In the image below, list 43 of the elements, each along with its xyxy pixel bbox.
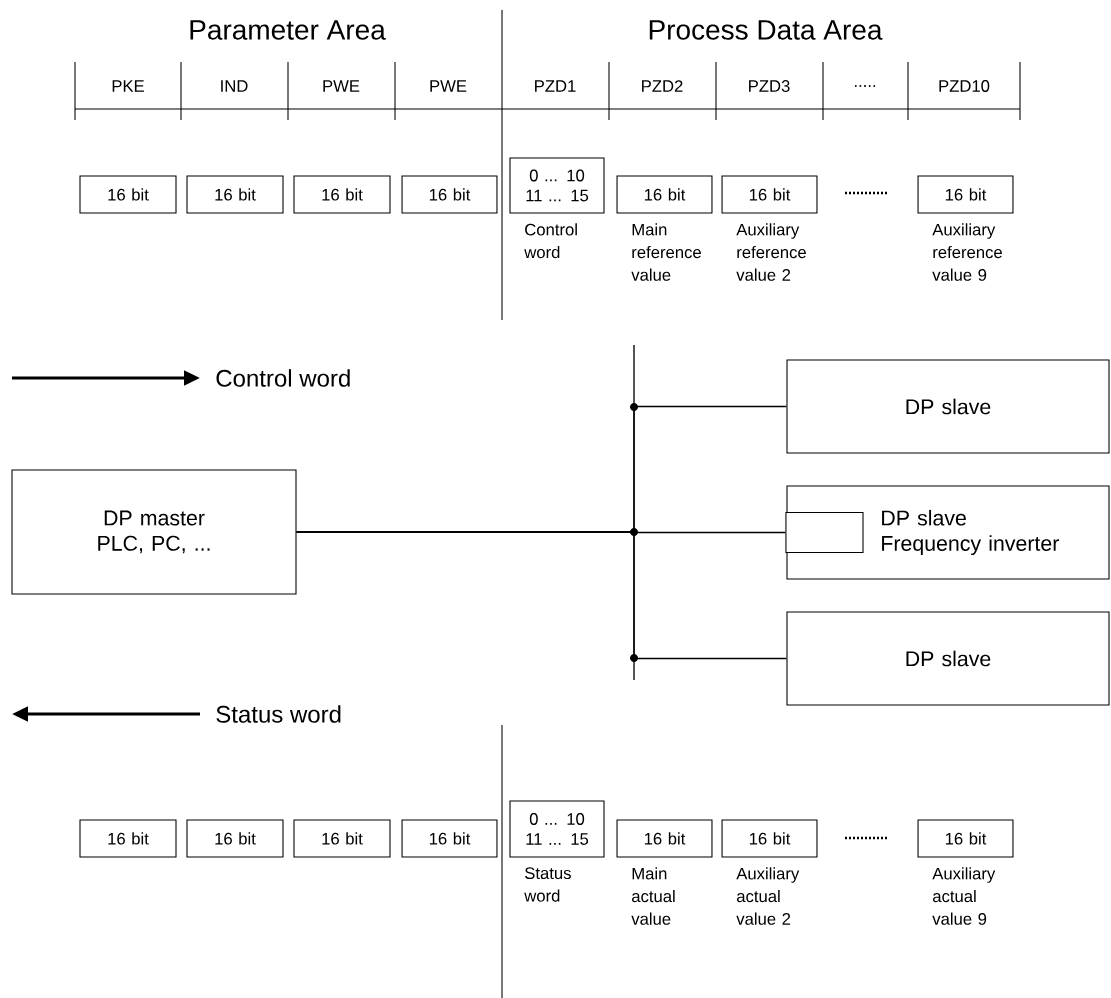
area-heading: Process Data Area <box>649 20 883 40</box>
bits-box: 16 bit <box>721 175 818 214</box>
bits-box: 16 bit <box>186 819 284 858</box>
column-header: IND <box>221 80 248 92</box>
slave-box: DP slave <box>786 359 1110 454</box>
master-box: DP master PLC, PC, ... <box>11 469 297 595</box>
column-header: PZD2 <box>642 80 683 92</box>
value-caption: Auxiliary actual value 2 <box>736 867 800 925</box>
column-header: ..... <box>854 85 876 87</box>
bits-box: 16 bit <box>917 819 1014 858</box>
bits-box: 16 bit <box>293 175 391 214</box>
value-caption: Auxiliary reference value 2 <box>736 223 806 281</box>
bits-box: 0 ... 10 11 ... 15 <box>509 157 605 214</box>
column-header: PZD10 <box>939 80 990 92</box>
value-caption: Control word <box>524 223 577 259</box>
bits-box: 16 bit <box>616 819 713 858</box>
connector-line <box>295 531 788 660</box>
value-caption: Main reference value <box>631 223 701 281</box>
interface-box <box>785 511 864 554</box>
column-header: PKE <box>112 80 144 92</box>
column-header: PWE <box>323 80 360 92</box>
bits-box: 16 bit <box>401 175 498 214</box>
area-heading: Parameter Area <box>190 20 386 40</box>
value-caption: Auxiliary actual value 9 <box>932 867 996 925</box>
value-caption: Main actual value <box>631 867 675 925</box>
bits-box: 16 bit <box>79 175 177 214</box>
bits-box: 16 bit <box>79 819 177 858</box>
bits-box: 16 bit <box>616 175 713 214</box>
value-caption: Status word <box>524 867 571 902</box>
arrow-label: Status word <box>216 705 341 723</box>
slave-box: DP slave Frequency inverter <box>786 485 1110 580</box>
column-header: PZD3 <box>749 80 790 92</box>
bits-box: 16 bit <box>293 819 391 858</box>
value-caption: Auxiliary reference value 9 <box>932 223 1002 281</box>
bits-box: 0 ... 10 11 ... 15 <box>509 800 605 858</box>
column-header: PZD1 <box>535 80 576 92</box>
slave-box: DP slave <box>786 611 1110 706</box>
bits-box: 16 bit <box>721 819 818 858</box>
bits-box: 16 bit <box>917 175 1014 214</box>
arrow-label: Control word <box>216 369 350 387</box>
column-header: PWE <box>430 80 467 92</box>
bits-box: 16 bit <box>401 819 498 858</box>
bits-box: 16 bit <box>186 175 284 214</box>
